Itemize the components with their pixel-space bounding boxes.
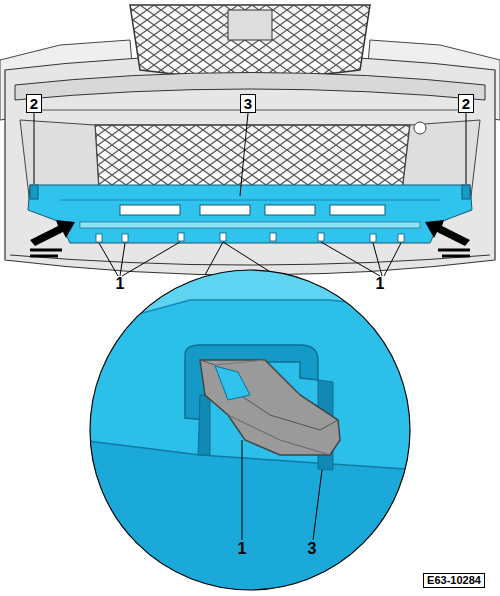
figure-number: E63-10284	[423, 573, 485, 588]
callout-number: 2	[458, 94, 474, 113]
callout-number: 1	[376, 276, 385, 292]
callout-number: 1	[116, 276, 125, 292]
callout-number: 3	[308, 541, 317, 557]
callout-number: 3	[240, 94, 256, 113]
callout-number: 1	[238, 541, 247, 557]
callout-number: 2	[26, 94, 42, 113]
